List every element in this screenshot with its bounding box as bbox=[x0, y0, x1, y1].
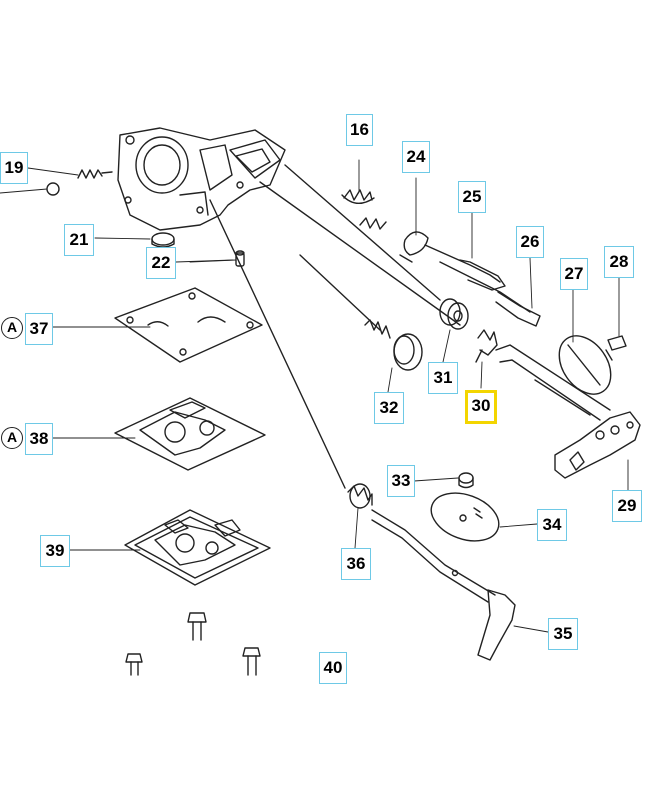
callout-33: 33 bbox=[387, 465, 415, 497]
callout-27: 27 bbox=[560, 258, 588, 290]
callout-26: 26 bbox=[516, 226, 544, 258]
callout-25: 25 bbox=[458, 181, 486, 213]
callout-16: 16 bbox=[346, 114, 373, 146]
spring-19 bbox=[46, 169, 113, 196]
spring-36 bbox=[347, 483, 373, 509]
callout-34: 34 bbox=[537, 509, 567, 541]
bushing-31 bbox=[439, 298, 469, 330]
choke-shaft-35 bbox=[209, 199, 516, 661]
callout-31: 31 bbox=[428, 362, 458, 394]
spring-16 bbox=[341, 189, 375, 204]
callout-21: 21 bbox=[64, 224, 94, 256]
reference-mark-a-bottom: A bbox=[1, 427, 23, 449]
callout-32: 32 bbox=[374, 392, 404, 424]
callout-40: 40 bbox=[319, 652, 347, 684]
callout-38: 38 bbox=[25, 423, 53, 455]
callout-36: 36 bbox=[341, 548, 371, 580]
needle-26 bbox=[439, 261, 541, 327]
callout-39: 39 bbox=[40, 535, 70, 567]
throttle-disc-27 bbox=[558, 335, 612, 395]
gasket-37 bbox=[114, 287, 263, 363]
gasket-38 bbox=[114, 397, 266, 471]
carburetor-body bbox=[117, 127, 286, 231]
throttle-shaft-29 bbox=[495, 344, 641, 479]
part-22 bbox=[235, 250, 245, 267]
diaphragm-39 bbox=[124, 509, 271, 586]
callout-37: 37 bbox=[25, 313, 53, 345]
reference-mark-a-top: A bbox=[1, 317, 23, 339]
part-21 bbox=[151, 232, 175, 248]
callout-22: 22 bbox=[146, 247, 176, 279]
choke-plate-34 bbox=[430, 492, 500, 542]
callout-30-highlighted: 30 bbox=[465, 390, 497, 424]
callout-19: 19 bbox=[0, 152, 28, 184]
needle-25 bbox=[424, 244, 506, 291]
screw-bottom-1 bbox=[187, 612, 207, 641]
callout-28: 28 bbox=[604, 246, 634, 278]
screw-bottom-2 bbox=[125, 653, 143, 676]
screw-32 bbox=[299, 254, 423, 371]
callout-29: 29 bbox=[612, 490, 642, 522]
screw-bottom-3 bbox=[242, 647, 261, 676]
screw-28 bbox=[605, 335, 627, 361]
spring-30 bbox=[475, 329, 498, 363]
callout-35: 35 bbox=[548, 618, 578, 650]
callout-24: 24 bbox=[402, 141, 430, 173]
screw-33 bbox=[458, 472, 474, 489]
